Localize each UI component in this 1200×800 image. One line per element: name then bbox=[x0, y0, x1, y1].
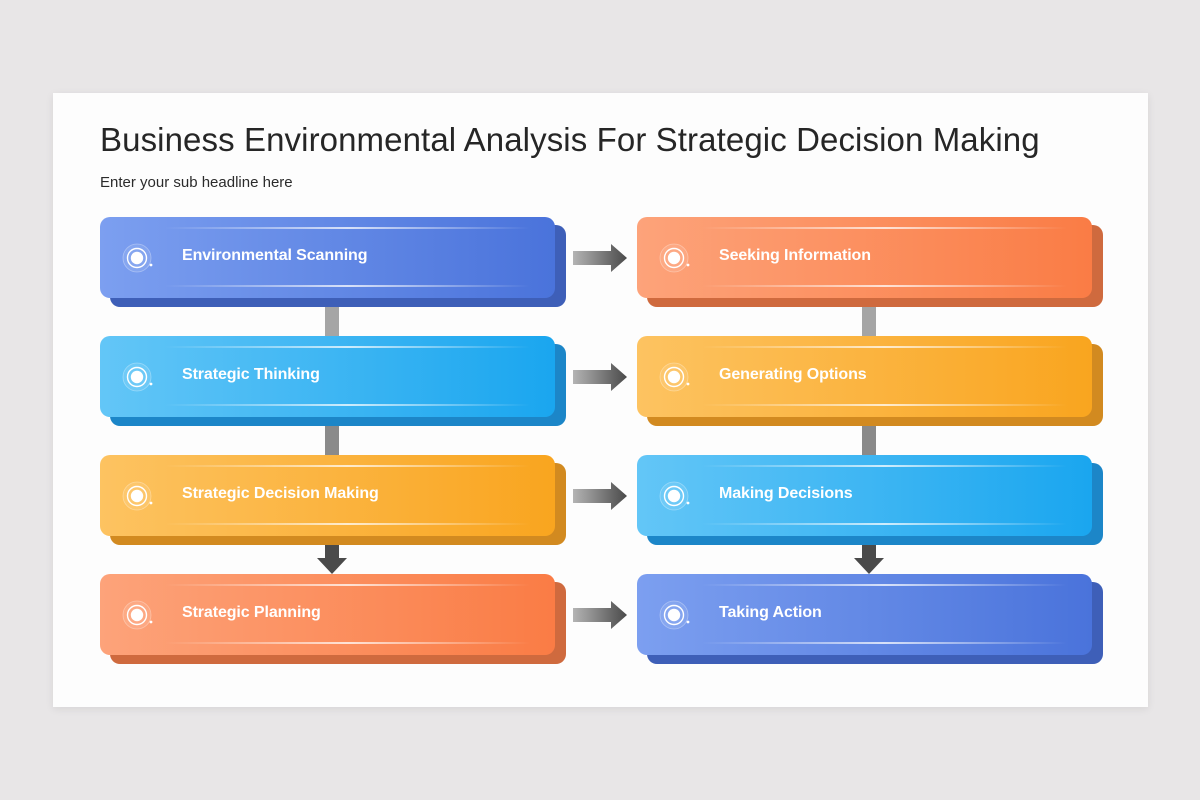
step-label: Strategic Thinking bbox=[182, 366, 320, 383]
highlight-line bbox=[702, 584, 1067, 586]
highlight-line bbox=[702, 227, 1067, 229]
box-face: Generating Options bbox=[637, 336, 1092, 417]
slide: Business Environmental Analysis For Stra… bbox=[53, 93, 1148, 707]
box-face: Strategic Thinking bbox=[100, 336, 555, 417]
highlight-line bbox=[165, 404, 530, 406]
connector-left-2 bbox=[325, 426, 339, 456]
connector-right-2 bbox=[862, 426, 876, 456]
arrow-down-icon bbox=[853, 545, 885, 575]
step-strategic-decision-making: Strategic Decision Making bbox=[100, 455, 566, 545]
step-strategic-thinking: Strategic Thinking bbox=[100, 336, 566, 426]
step-environmental-scanning: Environmental Scanning bbox=[100, 217, 566, 307]
target-icon bbox=[659, 480, 691, 512]
highlight-line bbox=[165, 227, 530, 229]
highlight-line bbox=[165, 285, 530, 287]
highlight-line bbox=[165, 465, 530, 467]
target-icon bbox=[122, 599, 154, 631]
box-face: Strategic Decision Making bbox=[100, 455, 555, 536]
target-icon bbox=[659, 242, 691, 274]
highlight-line bbox=[165, 523, 530, 525]
highlight-line bbox=[702, 346, 1067, 348]
step-label: Making Decisions bbox=[719, 485, 853, 502]
box-face: Making Decisions bbox=[637, 455, 1092, 536]
arrow-right-icon bbox=[573, 363, 629, 391]
arrow-right-icon bbox=[573, 601, 629, 629]
target-icon bbox=[122, 242, 154, 274]
step-label: Seeking Information bbox=[719, 247, 871, 264]
step-taking-action: Taking Action bbox=[637, 574, 1103, 664]
box-face: Taking Action bbox=[637, 574, 1092, 655]
slide-subtitle: Enter your sub headline here bbox=[100, 174, 293, 191]
step-label: Taking Action bbox=[719, 604, 822, 621]
step-label: Strategic Decision Making bbox=[182, 485, 379, 502]
slide-title: Business Environmental Analysis For Stra… bbox=[100, 121, 1040, 158]
box-face: Environmental Scanning bbox=[100, 217, 555, 298]
step-label: Environmental Scanning bbox=[182, 247, 368, 264]
connector-left-1 bbox=[325, 307, 339, 337]
target-icon bbox=[659, 361, 691, 393]
highlight-line bbox=[165, 346, 530, 348]
target-icon bbox=[659, 599, 691, 631]
step-label: Generating Options bbox=[719, 366, 867, 383]
highlight-line bbox=[165, 642, 530, 644]
highlight-line bbox=[702, 404, 1067, 406]
highlight-line bbox=[702, 285, 1067, 287]
arrow-down-icon bbox=[316, 545, 348, 575]
box-face: Strategic Planning bbox=[100, 574, 555, 655]
step-seeking-information: Seeking Information bbox=[637, 217, 1103, 307]
highlight-line bbox=[702, 465, 1067, 467]
step-strategic-planning: Strategic Planning bbox=[100, 574, 566, 664]
arrow-right-icon bbox=[573, 244, 629, 272]
highlight-line bbox=[702, 523, 1067, 525]
target-icon bbox=[122, 361, 154, 393]
target-icon bbox=[122, 480, 154, 512]
highlight-line bbox=[702, 642, 1067, 644]
arrow-right-icon bbox=[573, 482, 629, 510]
step-making-decisions: Making Decisions bbox=[637, 455, 1103, 545]
step-generating-options: Generating Options bbox=[637, 336, 1103, 426]
highlight-line bbox=[165, 584, 530, 586]
connector-right-1 bbox=[862, 307, 876, 337]
box-face: Seeking Information bbox=[637, 217, 1092, 298]
step-label: Strategic Planning bbox=[182, 604, 321, 621]
